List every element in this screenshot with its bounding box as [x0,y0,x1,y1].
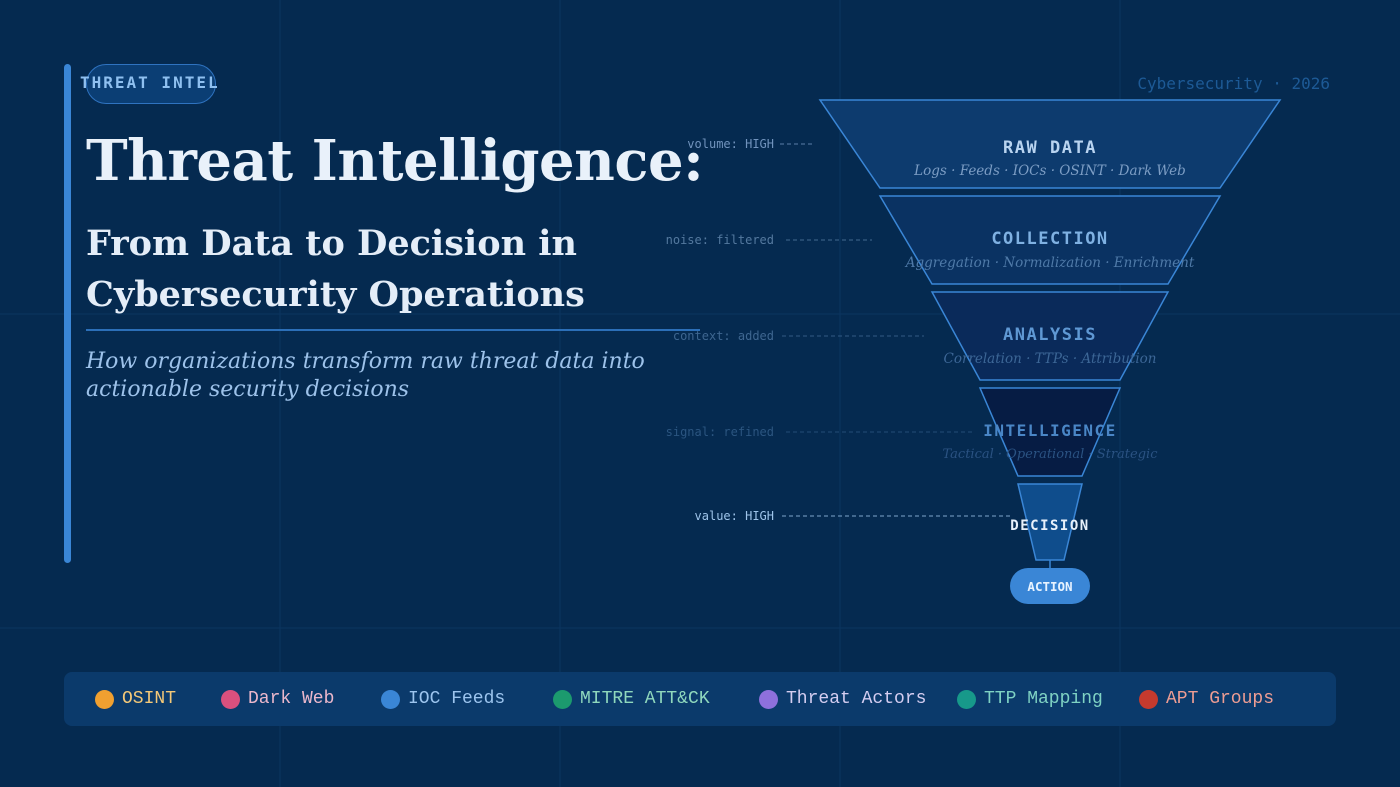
action-pill [1010,568,1090,604]
funnel-tier-name: COLLECTION [991,229,1108,249]
legend-label: OSINT [122,689,177,709]
legend-item-ioc-feeds: IOC Feeds [381,688,505,710]
page-title: Threat Intelligence: [86,128,704,194]
legend-label: MITRE ATT&CK [580,689,710,709]
action-output: ACTION [1010,560,1090,604]
legend-item-dark-web: Dark Web [221,688,334,710]
legend-item-osint: OSINT [95,688,176,710]
funnel-tier-shape [978,387,1122,477]
funnel-tier-name: DECISION [1010,518,1089,534]
legend-dot [759,689,778,709]
funnel-tier-desc: Aggregation · Normalization · Enrichment [904,255,1195,271]
legend-dot [1139,689,1158,709]
legend-item-threat-actors: Threat Actors [759,688,926,710]
funnel-side-label: context: added [673,329,774,343]
funnel-tier-name: INTELLIGENCE [983,421,1117,440]
funnel-tier-desc: Tactical · Operational · Strategic [943,447,1159,462]
funnel-tier-analysis: ANALYSIS Correlation · TTPs · Attributio… [673,291,1170,381]
funnel-tier-shape [930,291,1170,381]
corner-label: Cybersecurity · 2026 [1137,74,1330,93]
title-divider [86,329,700,331]
funnel-side-label: volume: HIGH [687,137,774,151]
badge-label: THREAT INTEL [80,73,220,92]
funnel-tier-shape [818,99,1282,189]
legend-label: IOC Feeds [408,689,506,709]
legend-dot [381,689,400,709]
legend-dot [95,689,114,709]
funnel-tier-raw-data: RAW DATA Logs · Feeds · IOCs · OSINT · D… [687,99,1282,189]
page-subtitle: From Data to Decision in Cybersecurity O… [86,223,585,315]
funnel-tier-shape [878,195,1222,285]
funnel-tier-desc: Correlation · TTPs · Attribution [944,351,1157,367]
page-tagline: How organizations transform raw threat d… [86,349,645,402]
funnel-tier-intelligence: INTELLIGENCE Tactical · Operational · St… [666,387,1159,477]
funnel-side-label: signal: refined [666,425,774,439]
legend-label: Dark Web [248,689,335,709]
funnel-tier-desc: Logs · Feeds · IOCs · OSINT · Dark Web [913,163,1186,179]
action-label: ACTION [1027,579,1072,594]
funnel-tier-name: RAW DATA [1003,138,1097,158]
funnel-tier-collection: COLLECTION Aggregation · Normalization ·… [666,195,1222,285]
funnel-tier-decision: DECISION value: HIGH [695,483,1089,561]
legend-dot [553,689,572,709]
legend-dot [957,689,976,709]
threat-intel-badge [86,64,216,104]
funnel-tier-shape [1017,483,1083,561]
left-accent-bar [64,64,71,563]
legend-dot [221,689,240,709]
funnel-side-label: noise: filtered [666,233,774,247]
funnel-tier-name: ANALYSIS [1003,325,1097,345]
source-legend [64,672,1336,726]
legend-label: Threat Actors [786,689,927,709]
legend-label: APT Groups [1166,689,1275,709]
legend-item-ttp-mapping: TTP Mapping [957,688,1103,710]
legend-item-mitre-attack: MITRE ATT&CK [553,688,710,710]
legend-item-apt-groups: APT Groups [1139,688,1274,710]
funnel-side-label: value: HIGH [695,509,774,523]
legend-label: TTP Mapping [984,689,1103,709]
